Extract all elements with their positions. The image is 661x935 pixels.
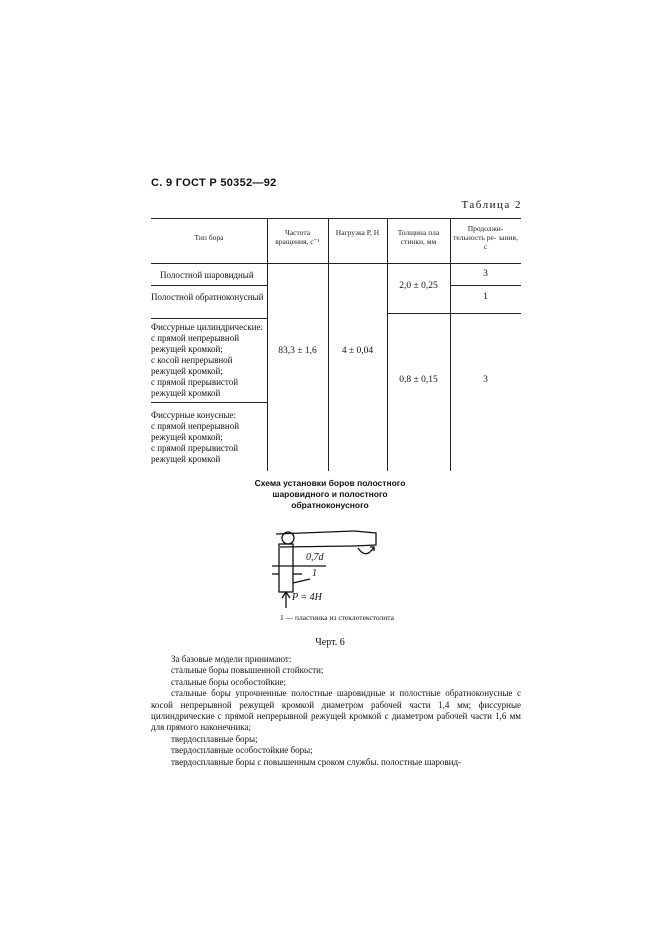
thickness-value: 2,0 ± 0,25 <box>399 281 438 291</box>
col-header-load: Нагрузка P, Н <box>335 228 380 237</box>
load-value: 4 ± 0,04 <box>341 346 374 356</box>
paragraph: стальные боры особостойкие; <box>171 676 287 687</box>
figure-caption: Черт. 6 <box>315 637 345 648</box>
col-divider <box>387 218 388 471</box>
col-divider <box>328 218 329 471</box>
body-text: За базовые модели принимают: стальные бо… <box>151 654 521 768</box>
row-type: Фиссурные цилиндрические: с прямой непре… <box>151 322 263 398</box>
test-plate <box>278 543 294 593</box>
paragraph: твердосплавные боры с повышенным сроком … <box>171 756 462 767</box>
col-header-duration: Продолжи- тельность ре- зания, с <box>453 224 518 251</box>
col-header-thickness: Толщина пла стинки, мм <box>397 228 440 246</box>
frequency-value: 83,3 ± 1,6 <box>278 346 317 356</box>
row-type: Полостной шаровидный <box>160 270 254 280</box>
table-top-rule <box>151 218 521 219</box>
row-rule <box>151 318 267 319</box>
table-header-rule <box>151 263 521 264</box>
row-rule <box>151 402 267 403</box>
duration-value: 3 <box>483 375 488 385</box>
bur-setup-diagram <box>272 530 377 608</box>
force-label: P = 4H <box>292 592 322 603</box>
col-header-frequency: Частота вращения, с⁻¹ <box>275 228 320 246</box>
paragraph: твердосплавные особостойкие боры; <box>171 745 313 756</box>
table-caption: Таблица 2 <box>461 199 522 211</box>
figure-title: Схема установки боров полостного шаровид… <box>254 478 406 510</box>
page-header: С. 9 ГОСТ Р 50352—92 <box>151 177 277 189</box>
bur-shank-lower <box>279 545 355 548</box>
duration-value: 3 <box>483 269 488 279</box>
col-header-type: Тип бора <box>194 233 224 242</box>
col-divider <box>267 218 268 471</box>
figure-legend: 1 — пластинка из стеклотекстолита <box>280 613 394 622</box>
bur-shank-upper <box>275 530 355 535</box>
rotation-arrow <box>357 546 375 555</box>
row-rule <box>450 285 521 286</box>
row-rule <box>387 313 521 314</box>
bur-handpiece <box>353 530 377 547</box>
row-type: Полостной обратноконусный <box>151 292 264 302</box>
paragraph: твердосплавные боры; <box>171 733 258 744</box>
paragraph: стальные боры упрочненные полостные шаро… <box>151 688 521 733</box>
paragraph: За базовые модели принимают: <box>171 654 292 664</box>
row-rule <box>151 285 267 286</box>
dimension-label: 0,7d <box>306 552 324 563</box>
col-divider <box>450 218 451 471</box>
duration-value: 1 <box>483 292 488 302</box>
row-type: Фиссурные конусные: с прямой непрерывной… <box>151 410 240 464</box>
thickness-value: 0,8 ± 0,15 <box>399 375 438 385</box>
leader-line <box>292 578 311 584</box>
paragraph: стальные боры повышенной стойкости; <box>171 665 324 676</box>
part-label: 1 <box>312 568 317 579</box>
